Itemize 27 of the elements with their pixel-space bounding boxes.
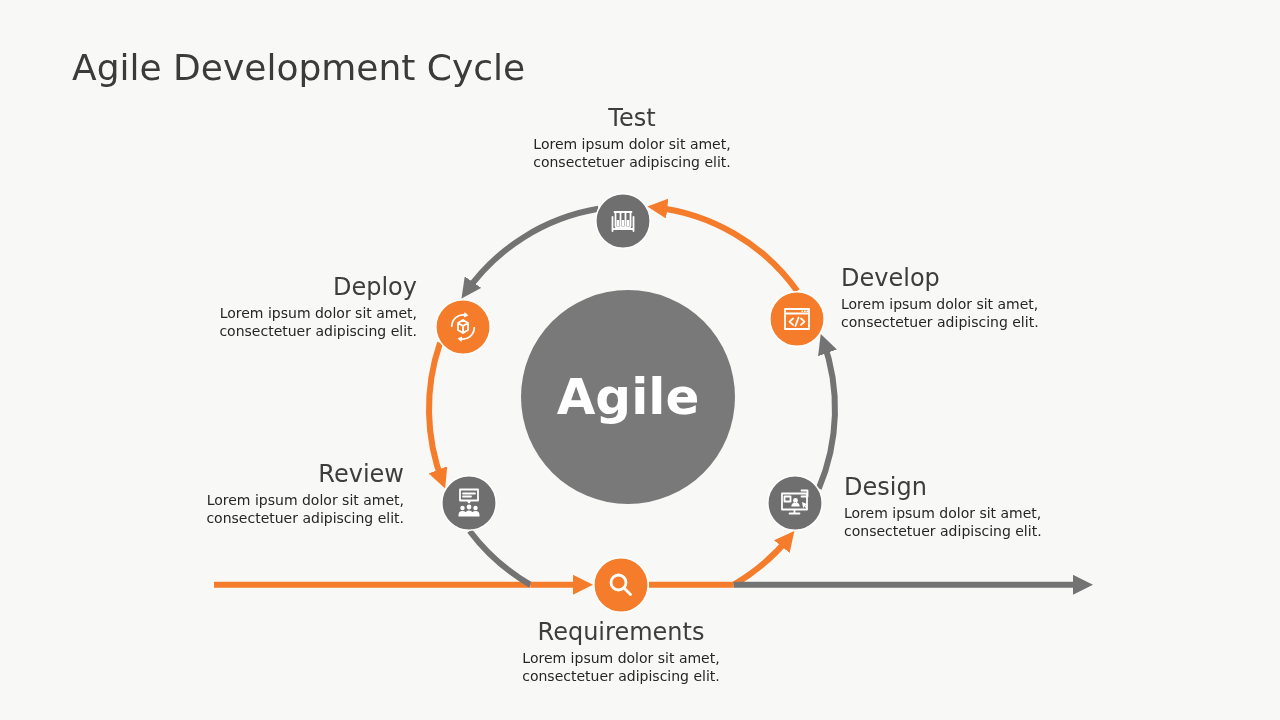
step-description: Lorem ipsum dolor sit amet, consectetuer adipiscing elit. [218, 304, 417, 340]
step-description: Lorem ipsum dolor sit amet, consectetuer adipiscing elit. [532, 135, 732, 171]
step-heading: Requirements [537, 617, 705, 647]
search-icon [593, 556, 649, 613]
team-presentation-icon [441, 475, 498, 531]
arrow [815, 333, 838, 490]
step-heading: Deploy [332, 272, 417, 302]
step-description: Lorem ipsum dolor sit amet, consectetuer adipiscing elit. [841, 295, 1040, 331]
step-heading: Test [608, 103, 656, 133]
step-description: Lorem ipsum dolor sit amet, consectetuer adipiscing elit. [521, 649, 721, 685]
step-description: Lorem ipsum dolor sit amet, consectetuer adipiscing elit. [205, 491, 404, 527]
step-heading: Design [844, 472, 927, 502]
step-description: Lorem ipsum dolor sit amet, consectetuer adipiscing elit. [844, 504, 1043, 540]
arrow [426, 341, 449, 489]
code-window-icon [769, 291, 826, 347]
center-label: Agile [556, 367, 700, 427]
arrow [733, 574, 1093, 595]
connector-line [649, 581, 734, 588]
diagram-title: Agile Development Cycle [72, 46, 526, 90]
arrow [647, 199, 800, 293]
test-tubes-icon [595, 193, 652, 250]
arrow [461, 205, 600, 299]
monitor-user-icon [766, 475, 823, 531]
step-heading: Review [318, 459, 404, 489]
step-heading: Develop [841, 263, 940, 293]
box-refresh-icon [435, 298, 491, 355]
connector-line [467, 529, 533, 588]
